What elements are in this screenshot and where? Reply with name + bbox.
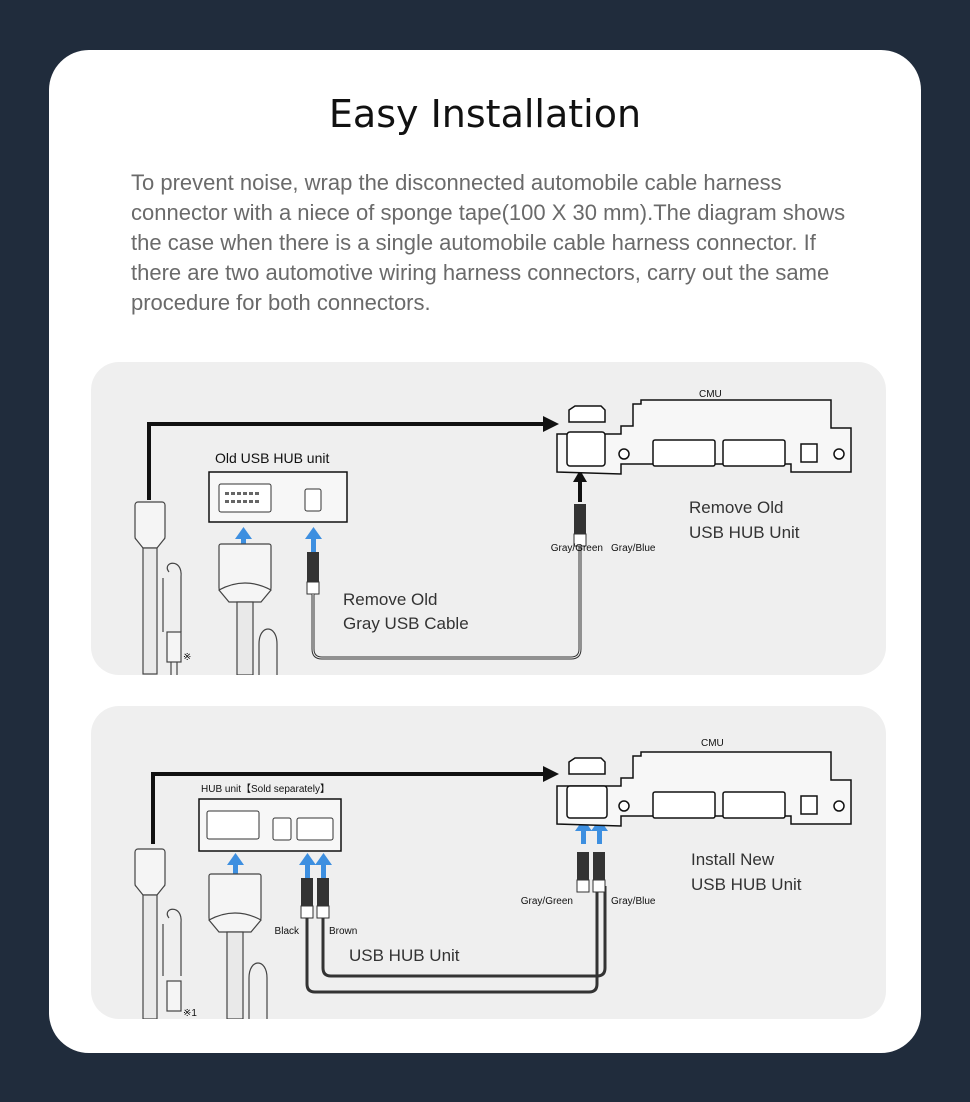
step-line2: USB HUB Unit (691, 875, 802, 894)
diagram-install-new-panel: ※1 HUB unit【Sold separately】 (91, 706, 886, 1019)
wire-gray-green-label: Gray/Green (551, 543, 603, 554)
black-arrow-up-icon (578, 480, 582, 502)
harness-plug-icon (218, 543, 278, 675)
hub-main-socket-icon (206, 810, 260, 840)
routing-line (151, 772, 546, 844)
step-line1: Remove Old (689, 498, 783, 517)
install-new-wiring-diagram: ※1 HUB unit【Sold separately】 (134, 738, 852, 1019)
gray-usb-cable (306, 504, 587, 660)
step-line1: Install New (691, 850, 775, 869)
hub-usb-socket-icon (304, 488, 322, 512)
page-title: Easy Installation (328, 92, 642, 136)
wire-gray-green-label: Gray/Green (521, 896, 573, 907)
description-text: To prevent noise, wrap the disconnected … (131, 170, 846, 315)
cmu-label: CMU (701, 738, 724, 749)
arrow-right-icon (543, 416, 559, 432)
harness-connector-icon (134, 501, 182, 675)
usb-hub-cables (300, 852, 607, 994)
hub-main-socket-icon (218, 483, 272, 513)
harness-plug-icon (208, 873, 268, 1019)
hub-aux-socket-icon (272, 817, 292, 841)
diagram-remove-old-panel: ※ Old USB HUB unit (91, 362, 886, 675)
wire-gray-blue-label: Gray/Blue (611, 896, 656, 907)
brown-wire-label: Brown (329, 926, 357, 937)
remove-old-wiring-diagram: ※ Old USB HUB unit (134, 389, 852, 675)
note-mark: ※1 (183, 1008, 197, 1019)
arrow-right-icon (543, 766, 559, 782)
harness-connector-icon (134, 848, 182, 1019)
new-hub-label: HUB unit【Sold separately】 (201, 783, 330, 795)
cable-step-line2: Gray USB Cable (343, 614, 469, 633)
hub-usb-dual-socket-icon (296, 817, 334, 841)
note-mark: ※ (183, 652, 191, 663)
cmu-unit (556, 751, 852, 827)
cmu-label: CMU (699, 389, 722, 400)
routing-line (147, 422, 546, 500)
wire-gray-blue-label: Gray/Blue (611, 543, 656, 554)
step-line2: USB HUB Unit (689, 523, 800, 542)
cmu-unit (556, 399, 852, 475)
usb-hub-unit-label: USB HUB Unit (349, 946, 460, 965)
black-wire-label: Black (275, 926, 300, 937)
cable-step-line1: Remove Old (343, 590, 437, 609)
old-hub-label: Old USB HUB unit (215, 450, 329, 466)
